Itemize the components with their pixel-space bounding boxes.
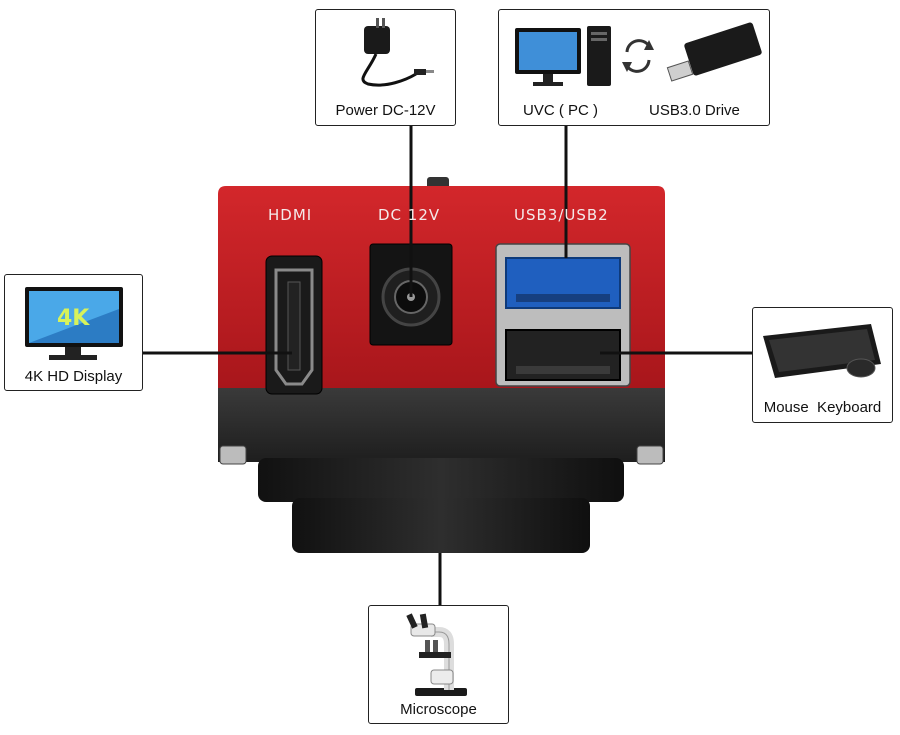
power-caption: Power DC-12V xyxy=(335,102,436,119)
power-adapter-icon xyxy=(361,18,434,87)
left-foot xyxy=(219,445,247,465)
display-callout: 4K 4K HD Display xyxy=(4,274,143,391)
hdmi-port-label: HDMI xyxy=(268,206,313,224)
hdmi-port xyxy=(265,255,323,395)
pc-tower-icon xyxy=(587,26,611,86)
power-callout: Power DC-12V xyxy=(315,9,456,126)
4k-monitor-icon: 4K xyxy=(25,287,123,360)
usb-drive-icon xyxy=(666,22,762,82)
pc-usb-icons xyxy=(515,22,762,86)
display-caption: 4K HD Display xyxy=(24,368,123,385)
usb-drive-caption: USB3.0 Drive xyxy=(649,102,740,119)
right-foot xyxy=(636,445,664,465)
pc-usb-callout: UVC ( PC ) USB3.0 Drive xyxy=(498,9,770,126)
uvc-pc-caption: UVC ( PC ) xyxy=(523,102,598,119)
microscope-icon xyxy=(406,613,467,696)
dc-port-label: DC 12V xyxy=(378,206,441,224)
usb-port-label: USB3/USB2 xyxy=(514,206,609,224)
connector-lines xyxy=(143,126,752,605)
mouse-icon xyxy=(846,358,876,378)
4k-badge-text: 4K xyxy=(57,306,90,331)
dark-base xyxy=(218,388,665,462)
pc-monitor-icon xyxy=(515,28,581,86)
sync-icon xyxy=(622,39,654,73)
usb-stack xyxy=(495,243,631,387)
keyboard-mouse-icons xyxy=(763,324,881,378)
keyboard-caption: Mouse Keyboard xyxy=(763,399,882,416)
microscope-caption: Microscope xyxy=(400,701,477,718)
keyboard-callout: Mouse Keyboard xyxy=(752,307,893,423)
microscope-callout: Microscope xyxy=(368,605,509,724)
lens-ring xyxy=(258,458,624,502)
lens-barrel xyxy=(292,498,590,553)
